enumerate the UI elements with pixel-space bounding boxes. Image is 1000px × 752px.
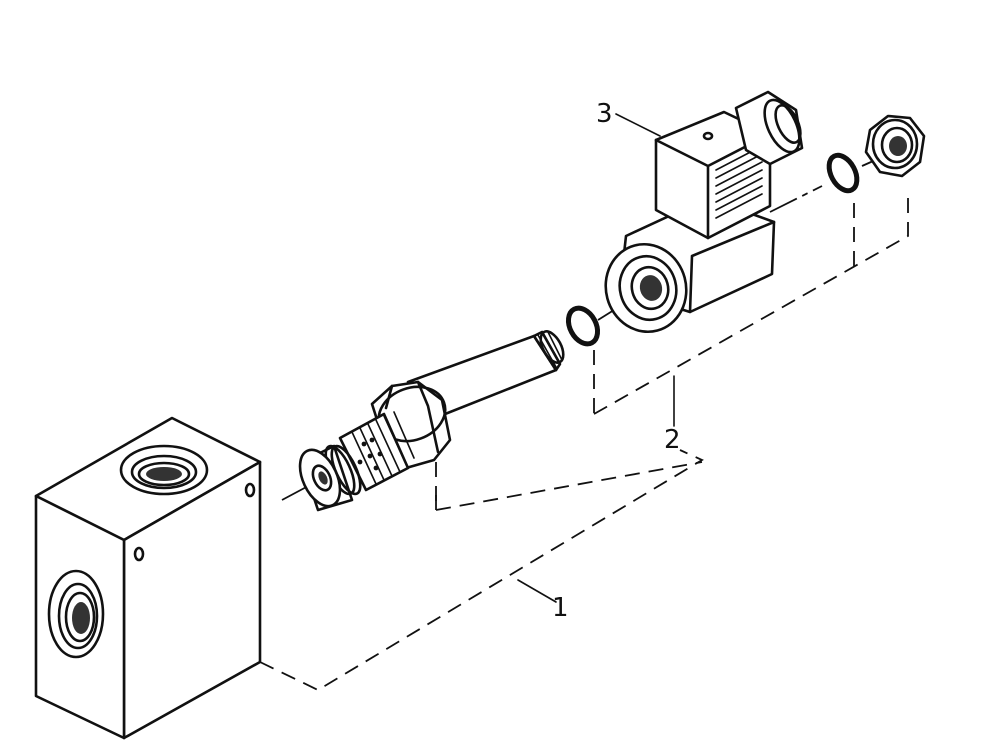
cartridge-valve <box>298 330 565 512</box>
mounting-hole <box>133 546 145 562</box>
assembly-centerline <box>281 157 881 501</box>
cross-holes <box>357 437 383 471</box>
callout-number-2: 2 <box>664 425 681 455</box>
o-ring <box>826 152 860 194</box>
mounting-hole <box>244 482 256 498</box>
side-threaded-port <box>47 569 105 659</box>
callout-number-1: 1 <box>552 593 569 623</box>
leader-lines <box>517 113 675 603</box>
valve-body-block <box>34 416 262 740</box>
bracket-assembly-2 <box>435 196 909 510</box>
top-threaded-port <box>119 444 209 496</box>
connector-plug <box>654 90 804 240</box>
retaining-nut <box>864 114 926 178</box>
o-ring <box>565 305 601 347</box>
callout-number-3: 3 <box>596 99 613 129</box>
